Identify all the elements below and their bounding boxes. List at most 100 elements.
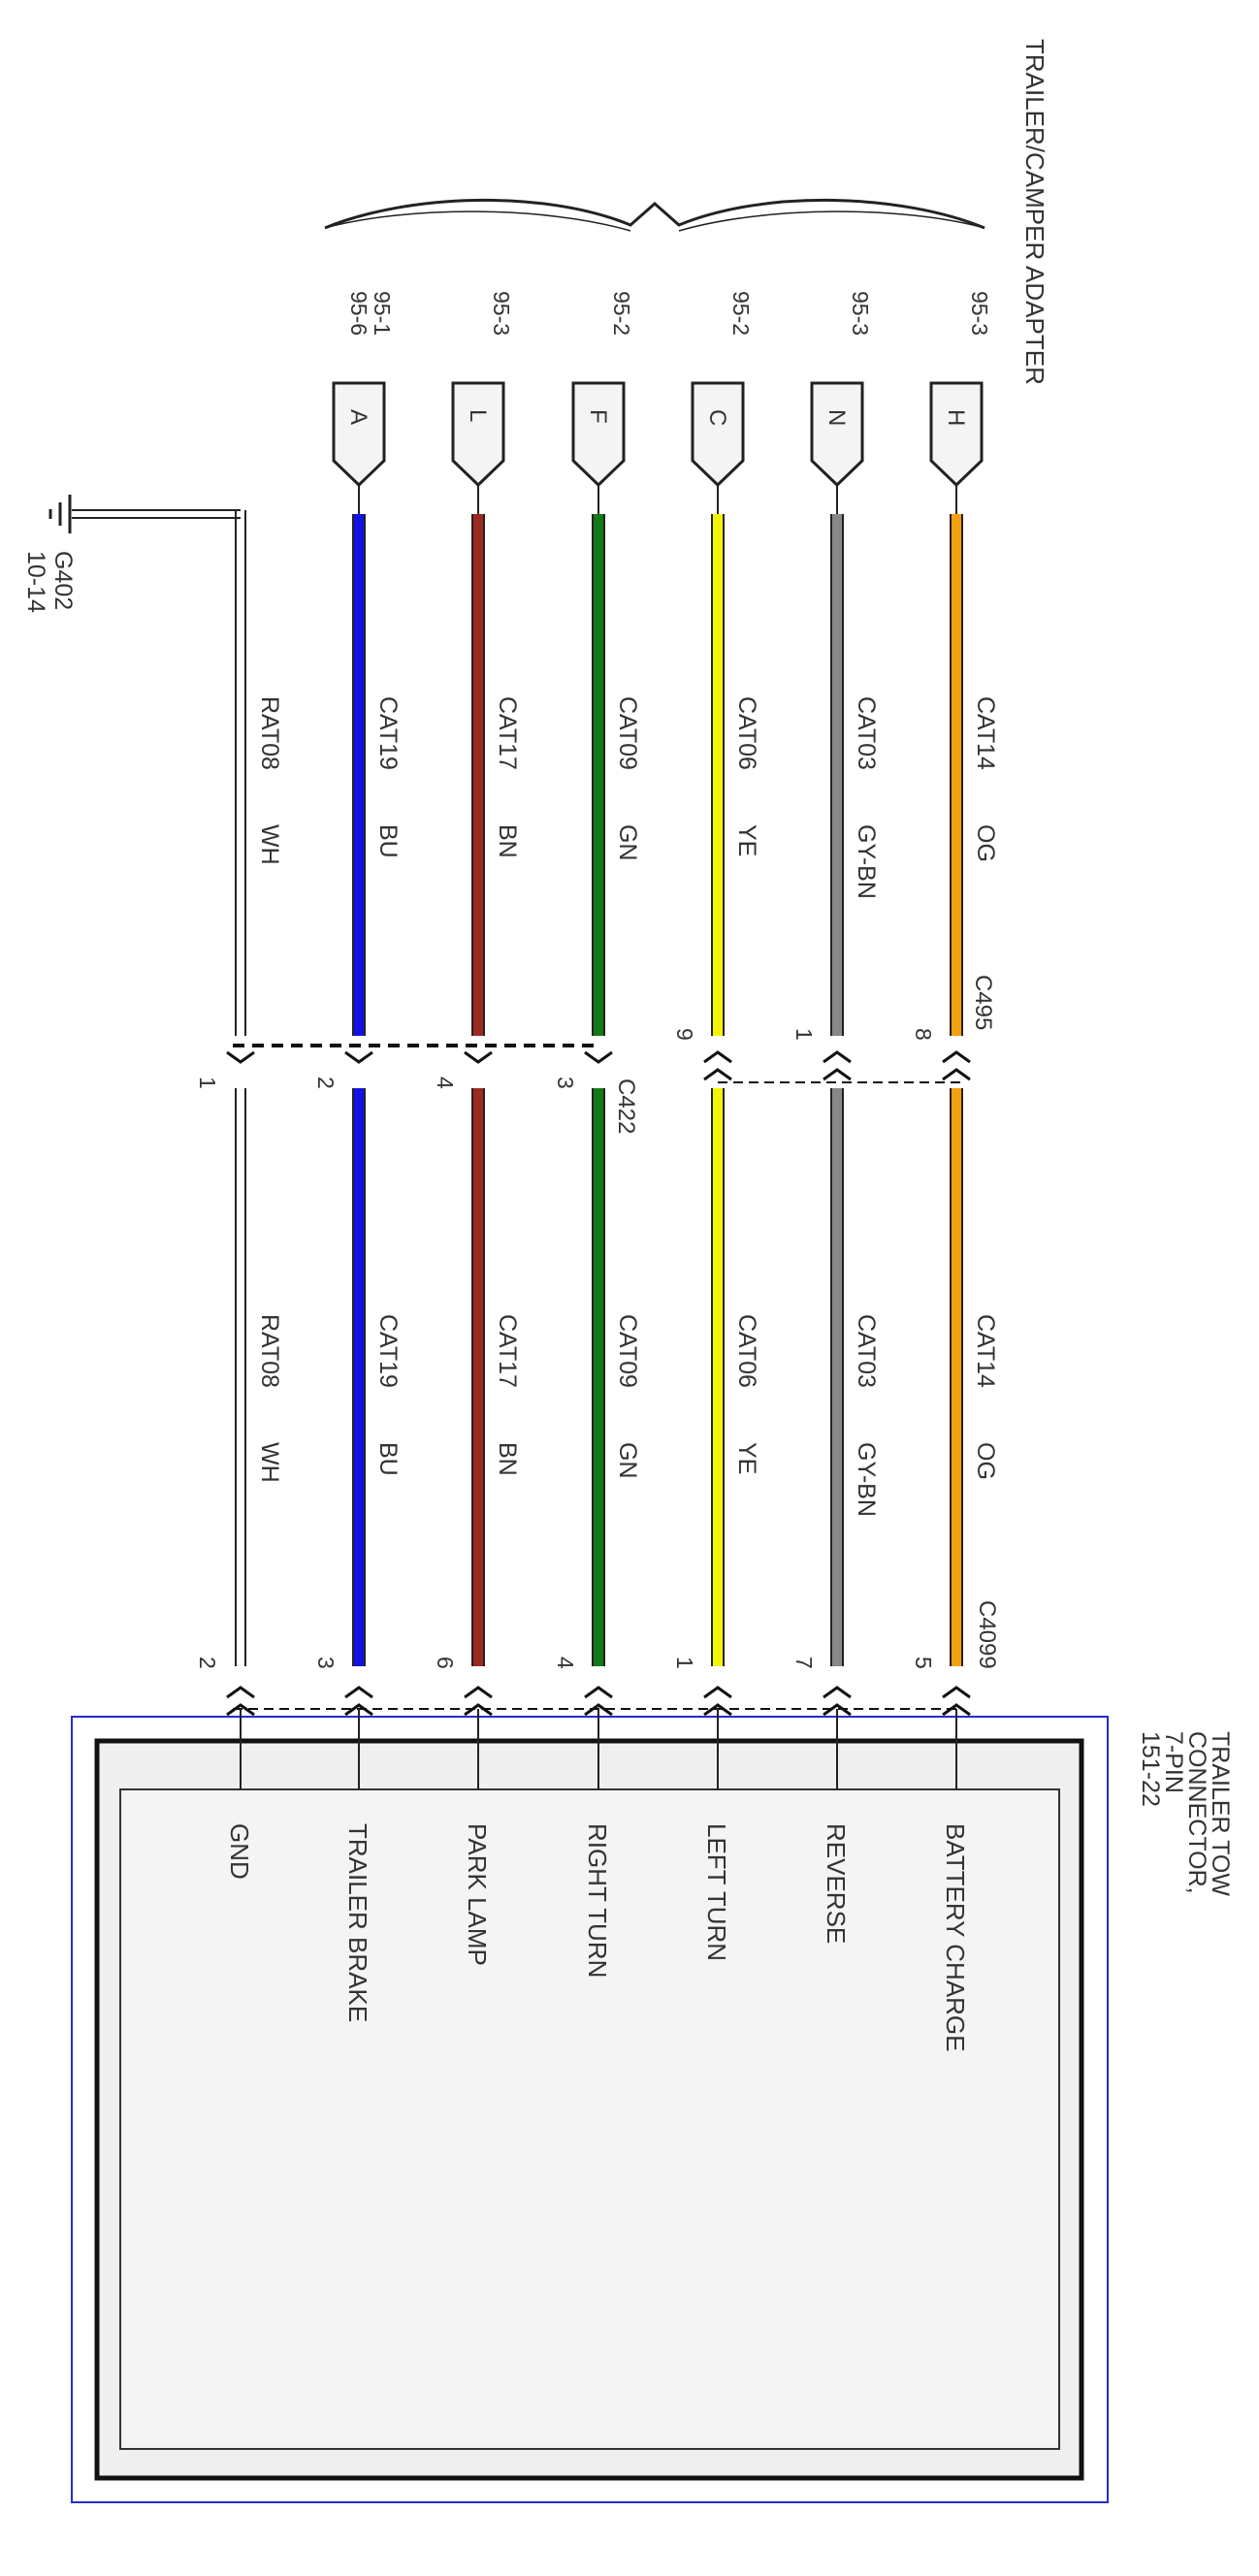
adapter-pin-letter: H	[943, 409, 969, 426]
connector-function-label: PARK LAMP	[463, 1823, 492, 1966]
wire-circuit-label-upper: CAT09	[614, 696, 641, 770]
wire-circuit-label-lower: CAT14	[972, 1314, 999, 1388]
connector-c4099-label: C4099	[974, 1600, 1000, 1669]
connector-lower-pin: 1	[672, 1657, 697, 1669]
connector-chevron-upper-b	[703, 1068, 732, 1081]
trailer-connector-line4: 151-22	[1137, 1731, 1164, 1807]
adapter-brace-inner	[324, 210, 985, 232]
wire-color-code-lower: OG	[972, 1442, 999, 1480]
wire-color-code-lower: GY-BN	[853, 1442, 880, 1517]
adapter-pin-l	[451, 381, 505, 488]
adapter-pin-n	[810, 381, 864, 488]
connector-function-label: RIGHT TURN	[583, 1823, 612, 1978]
adapter-ref: 95-3	[489, 291, 514, 336]
connector-chevron-lower-b	[464, 1703, 493, 1717]
wire-circuit-label-lower: CAT17	[494, 1314, 521, 1388]
wire-circuit-label-lower: CAT06	[733, 1314, 760, 1388]
trailer-connector-line2: CONNECTOR,	[1183, 1731, 1211, 1894]
adapter-ref: 95-2	[728, 291, 754, 336]
adapter-ref: 95-3	[848, 291, 873, 336]
ground-g402	[48, 495, 241, 533]
connector-lower-pin: 5	[911, 1657, 936, 1669]
connector-lower-pin: 4	[553, 1657, 578, 1669]
connector-function-label: GND	[225, 1823, 254, 1880]
adapter-pin-a	[332, 381, 386, 488]
connector-function-label: BATTERY CHARGE	[941, 1823, 970, 2052]
connector-chevron-upper	[464, 1050, 493, 1064]
wire-circuit-label-upper: RAT08	[256, 696, 283, 770]
connector-chevron-lower	[703, 1686, 732, 1699]
wire-circuit-label-lower: CAT19	[374, 1314, 402, 1388]
wire-circuit-label-upper: CAT03	[853, 696, 880, 770]
adapter-ref: 95-2	[609, 291, 634, 336]
wire-color-code-lower: WH	[256, 1442, 283, 1483]
connector-chevron-upper	[584, 1050, 613, 1064]
connector-lower-pin: 7	[791, 1657, 817, 1669]
connector-function-label: LEFT TURN	[702, 1823, 731, 1961]
connector-chevron-upper-b	[942, 1068, 971, 1081]
connector-chevron-lower-b	[344, 1703, 373, 1717]
connector-chevron-lower-b	[942, 1703, 971, 1717]
connector-chevron-lower	[942, 1686, 971, 1699]
wires: H95-385CAT14OGCAT14OGN95-317CAT03GY-BNCA…	[195, 291, 999, 1717]
ground-name: G402	[49, 551, 77, 610]
wire-circuit-label-upper: CAT06	[733, 696, 760, 770]
wire-color-code-lower: BU	[374, 1442, 402, 1476]
adapter-ref-secondary: 95-6	[346, 291, 371, 336]
adapter-pin-letter: L	[465, 409, 491, 422]
trailer-connector-box	[71, 1716, 1109, 2503]
connector-chevron-lower-b	[584, 1703, 613, 1717]
connector-upper-pin: 4	[433, 1077, 458, 1089]
wire-color-code-upper: WH	[256, 824, 283, 865]
connector-upper-pin: 1	[195, 1077, 220, 1089]
connector-chevron-lower-b	[226, 1703, 255, 1717]
connector-lower-pin: 6	[433, 1657, 458, 1669]
connector-chevron-lower	[464, 1686, 493, 1699]
connector-chevron-upper	[942, 1050, 971, 1064]
wire-circuit-label-upper: CAT14	[972, 696, 999, 770]
connector-function-label: TRAILER BRAKE	[343, 1823, 372, 2022]
wire-color-code-upper: OG	[972, 824, 999, 862]
connector-upper-pin: 9	[672, 1028, 697, 1041]
adapter-pin-letter: F	[585, 409, 611, 424]
connector-chevron-lower	[344, 1686, 373, 1699]
wire-color-code-upper: GY-BN	[853, 824, 880, 899]
connector-upper-pin: 2	[313, 1077, 339, 1089]
adapter-pin-f	[571, 381, 626, 488]
wire-circuit-label-lower: CAT03	[853, 1314, 880, 1388]
wire-color-code-lower: BN	[494, 1442, 521, 1476]
ground-ref: 10-14	[22, 551, 49, 613]
connector-lower-pin: 2	[195, 1657, 220, 1669]
adapter-pin-letter: C	[704, 409, 730, 426]
connector-chevron-upper	[823, 1050, 852, 1064]
connector-chevron-lower-b	[703, 1703, 732, 1717]
connector-c422-label: C422	[613, 1079, 639, 1134]
connector-chevron-lower	[226, 1686, 255, 1699]
trailer-connector-line3: 7-PIN	[1160, 1731, 1187, 1793]
adapter-ref: 95-1	[370, 291, 395, 336]
wire-color-code-lower: GN	[614, 1442, 641, 1479]
connector-upper-pin: 8	[911, 1028, 936, 1041]
connector-lower-pin: 3	[313, 1657, 339, 1669]
connector-chevron-upper	[703, 1050, 732, 1064]
wire-circuit-label-upper: CAT17	[494, 696, 521, 770]
adapter-pin-c	[691, 381, 745, 488]
connector-chevron-lower	[584, 1686, 613, 1699]
adapter-brace	[324, 198, 985, 230]
wire-color-code-upper: BN	[494, 824, 521, 858]
adapter-pin-h	[929, 381, 984, 488]
wire-circuit-label-upper: CAT19	[374, 696, 402, 770]
connector-chevron-lower-b	[823, 1703, 852, 1717]
wire-circuit-label-lower: RAT08	[256, 1314, 283, 1388]
adapter-pin-letter: N	[823, 409, 850, 426]
connector-chevron-lower	[823, 1686, 852, 1699]
wire-circuit-label-lower: CAT09	[614, 1314, 641, 1388]
connector-chevron-upper-b	[823, 1068, 852, 1081]
wire-color-code-upper: YE	[733, 824, 760, 856]
adapter-pin-letter: A	[345, 409, 371, 425]
connector-upper-pin: 3	[553, 1077, 578, 1089]
connector-chevron-upper	[226, 1050, 255, 1064]
wire-color-code-upper: GN	[614, 824, 641, 861]
